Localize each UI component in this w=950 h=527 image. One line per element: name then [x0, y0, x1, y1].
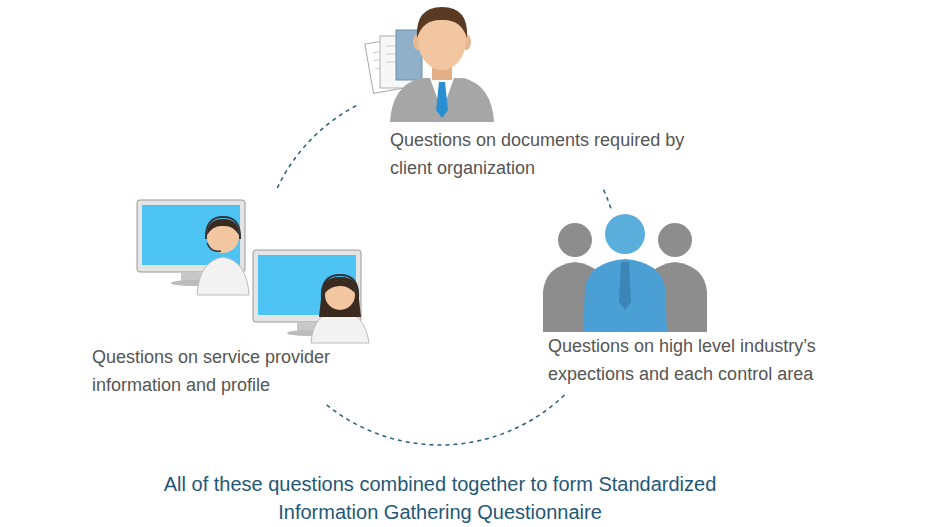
question-label: Questions on service provider informatio…: [92, 343, 377, 399]
question-group: Questions on service provider informatio…: [88, 195, 378, 401]
question-group: Questions on high level industry’s expec…: [535, 212, 865, 390]
question-label: Questions on documents required by clien…: [390, 126, 700, 182]
question-group: Questions on documents required by clien…: [360, 0, 705, 184]
question-label: Questions on high level industry’s expec…: [548, 332, 863, 388]
dashed-cycle-arc: [603, 188, 611, 209]
caption: All of these questions combined together…: [160, 470, 720, 526]
manager-icon: [360, 0, 520, 125]
support-staff-icon: [135, 195, 375, 345]
dashed-cycle-arc: [276, 106, 357, 192]
industry-group-icon: [535, 212, 715, 332]
dashed-cycle-arc: [327, 393, 567, 445]
